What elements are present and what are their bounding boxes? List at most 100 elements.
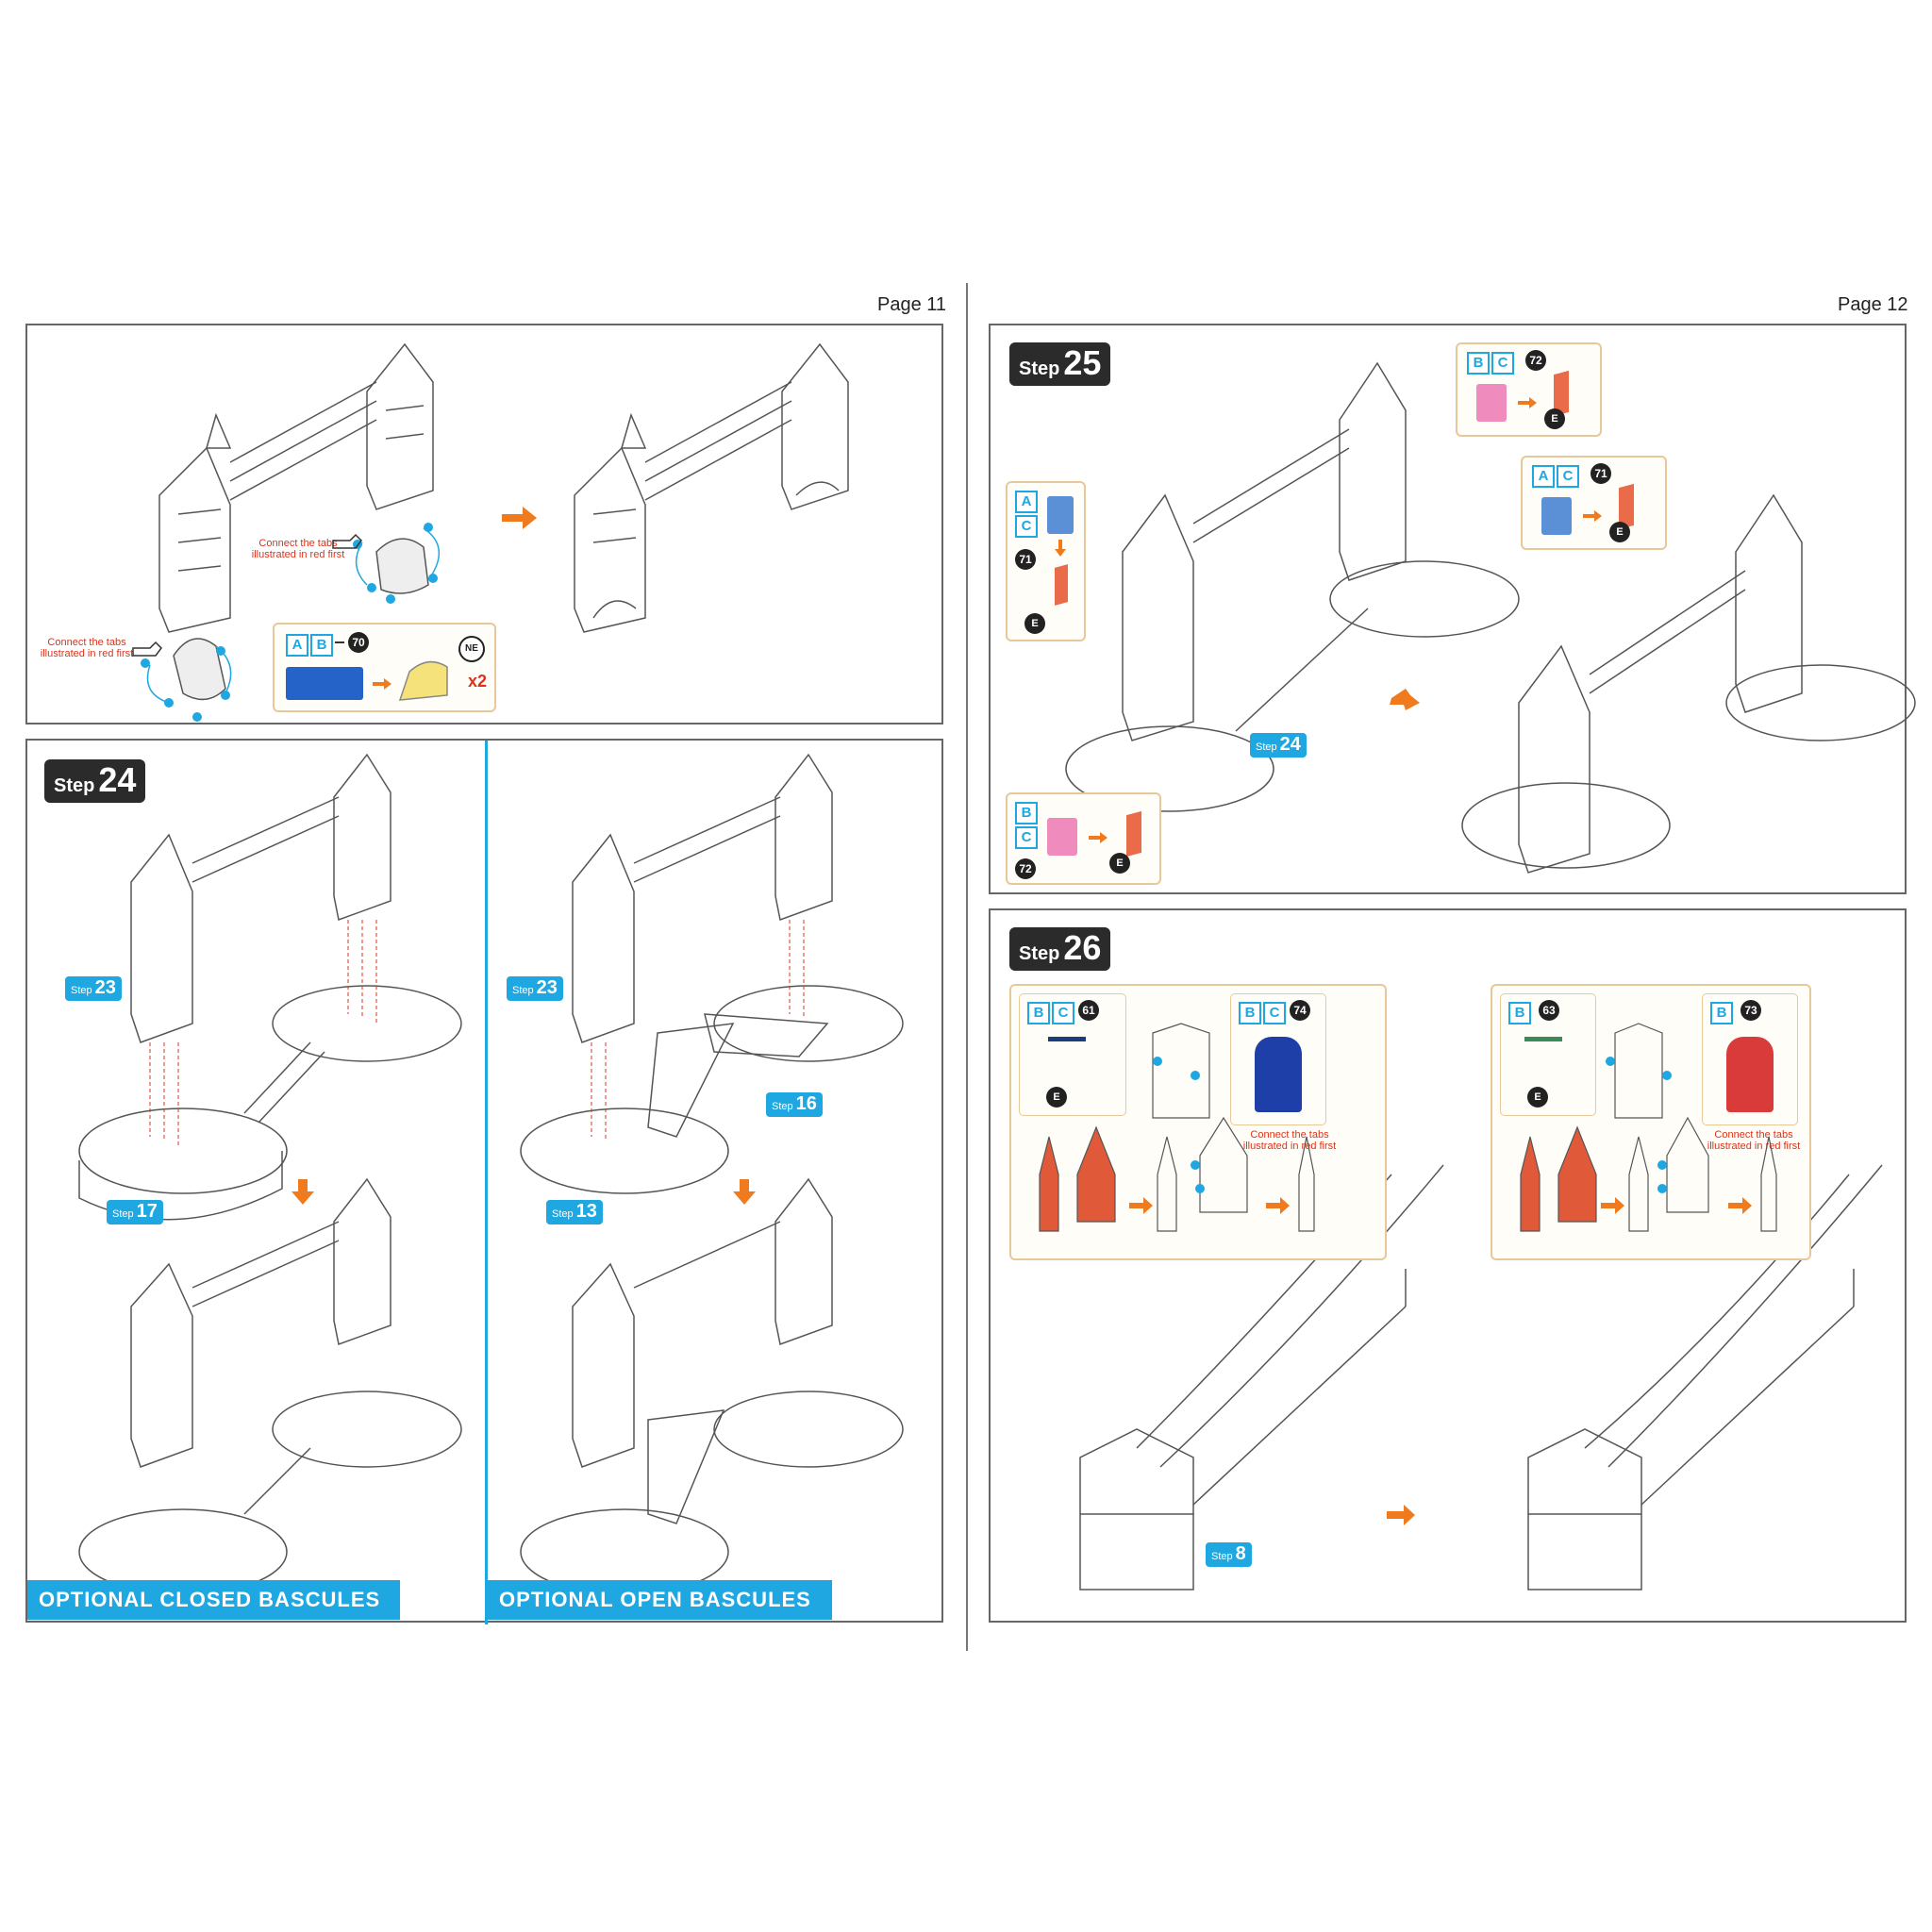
orange-arrow-icon (1390, 689, 1420, 710)
tabs-note: Connect the tabs illustrated in red firs… (1707, 1129, 1801, 1152)
part-number-badge: 72 (1015, 858, 1036, 879)
closed-bascules-drawing (78, 753, 462, 1595)
part-74-subinset: B C 74 (1230, 993, 1326, 1125)
part-72-inset-bottom: B C 72 E (1006, 792, 1161, 885)
flat-part-61 (1048, 1037, 1086, 1041)
part-number-badge: 70 (348, 632, 369, 653)
folded-part-71 (1055, 564, 1068, 606)
step-word: Step (1019, 358, 1060, 379)
ref-word: Step (512, 985, 534, 996)
part-72-inset: B C 72 E (1456, 342, 1602, 437)
ref-tag-step-17: Step 17 (107, 1200, 163, 1224)
page-label-left: Page 11 (877, 294, 947, 315)
part-71-inset-right: A C 71 E (1521, 456, 1667, 550)
page-label-right: Page 12 (1838, 294, 1908, 315)
step-badge: Step 24 (44, 759, 146, 803)
ref-tag-step-13: Step 13 (546, 1200, 603, 1224)
ref-word: Step (1211, 1551, 1233, 1562)
e-badge: E (1527, 1087, 1548, 1108)
sheet-labels: A C (1015, 491, 1038, 538)
sheet-letter: A (286, 634, 308, 657)
down-arrow-icon (291, 1179, 314, 1205)
e-badge: E (1109, 853, 1130, 874)
step-26-panel: Step 26 Step 8 B C 61 (989, 908, 1907, 1623)
sheet-letter: B (1467, 352, 1490, 375)
down-arrow-icon (733, 1179, 756, 1205)
ref-number: 8 (1235, 1543, 1246, 1564)
orange-arrow-icon (1387, 1505, 1415, 1525)
step-25-drawing (1065, 361, 1916, 874)
orange-arrow-icon (1089, 832, 1108, 843)
sheet-labels: B (1508, 1002, 1531, 1024)
part-70-inset: A B 70 NE x2 (273, 623, 496, 712)
ref-number: 23 (536, 977, 558, 998)
tabs-note-left: Connect the tabs illustrated in red firs… (40, 637, 134, 659)
spire-assembly-drawing (1039, 1023, 1315, 1232)
ref-number: 16 (795, 1093, 817, 1114)
flat-part-71 (1541, 497, 1572, 535)
part-63-subinset: B 63 E (1500, 993, 1596, 1116)
orange-arrow-icon (373, 678, 391, 690)
part-71-inset-left: A C 71 E (1006, 481, 1086, 641)
ref-word: Step (112, 1208, 134, 1220)
part-61-subinset: B C 61 E (1019, 993, 1126, 1116)
sheet-letter: B (1508, 1002, 1531, 1024)
e-badge: E (1544, 408, 1565, 429)
orange-arrow-icon (1728, 1197, 1752, 1214)
part-number-badge: 63 (1539, 1000, 1559, 1021)
step-number: 25 (1063, 343, 1102, 382)
option-divider (485, 741, 488, 1624)
step-number: 24 (98, 760, 137, 799)
part-number-badge: 71 (1591, 463, 1611, 484)
e-badge: E (1024, 613, 1045, 634)
flat-part-74 (1255, 1037, 1302, 1112)
step-badge: Step 26 (1009, 927, 1111, 971)
sheet-letter: C (1052, 1002, 1074, 1024)
top-left-panel: Connect the tabs illustrated in red firs… (25, 324, 943, 724)
multiplier-label: x2 (468, 672, 488, 691)
ref-number: 23 (94, 977, 116, 998)
ref-word: Step (772, 1101, 793, 1112)
sheet-letter: C (1491, 352, 1514, 375)
ref-tag-step-23: Step 23 (65, 976, 122, 1001)
sheet-letter: A (1532, 465, 1555, 488)
sheet-labels: B C (1027, 1002, 1074, 1024)
sheet-letter: B (310, 634, 333, 657)
pointing-hand-icon (332, 533, 362, 549)
orange-arrow-icon (1601, 1197, 1624, 1214)
ne-badge: NE (458, 636, 485, 662)
sheet-letter: C (1263, 1002, 1286, 1024)
flat-part-70 (286, 667, 363, 700)
part-63-73-inset: B 63 E B 73 Connect the tabs illustrated… (1491, 984, 1811, 1260)
sheet-labels: B C (1015, 802, 1038, 849)
down-arrow-icon (1055, 540, 1066, 557)
orange-arrow-icon (1518, 397, 1537, 408)
step-25-panel: Step 25 Step 24 B C 72 (989, 324, 1916, 894)
ref-tag-step-24: Step 24 (1250, 733, 1307, 758)
sheet-letter: B (1015, 802, 1038, 824)
ref-word: Step (552, 1208, 574, 1220)
folded-part-72 (1126, 810, 1141, 858)
sheet-labels: B C (1239, 1002, 1286, 1024)
step-24-panel: Step 24 Step 2 (25, 739, 943, 1624)
ref-number: 13 (575, 1201, 597, 1222)
bridge-assembly-drawing (141, 342, 849, 722)
sheet-letter: B (1710, 1002, 1733, 1024)
part-number-badge: 61 (1078, 1000, 1099, 1021)
part-61-74-inset: B C 61 E B C 74 Connect the tabs illustr… (1009, 984, 1387, 1260)
part-73-subinset: B 73 (1702, 993, 1798, 1125)
spire-assembly-drawing (1520, 1023, 1777, 1232)
sheet-letter: C (1015, 826, 1038, 849)
folded-part-70 (398, 660, 448, 701)
pointing-hand-icon (132, 641, 162, 657)
open-bascules-drawing (520, 753, 904, 1595)
step-word: Step (54, 775, 95, 796)
ref-number: 24 (1279, 734, 1301, 755)
step-word: Step (1019, 943, 1060, 964)
page-divider (966, 283, 968, 1651)
ref-word: Step (1256, 741, 1277, 753)
sheet-labels: A C (1532, 465, 1579, 488)
sheet-labels: A B (286, 634, 333, 657)
flat-part-63 (1524, 1037, 1562, 1041)
sheet-labels: B (1710, 1002, 1733, 1024)
